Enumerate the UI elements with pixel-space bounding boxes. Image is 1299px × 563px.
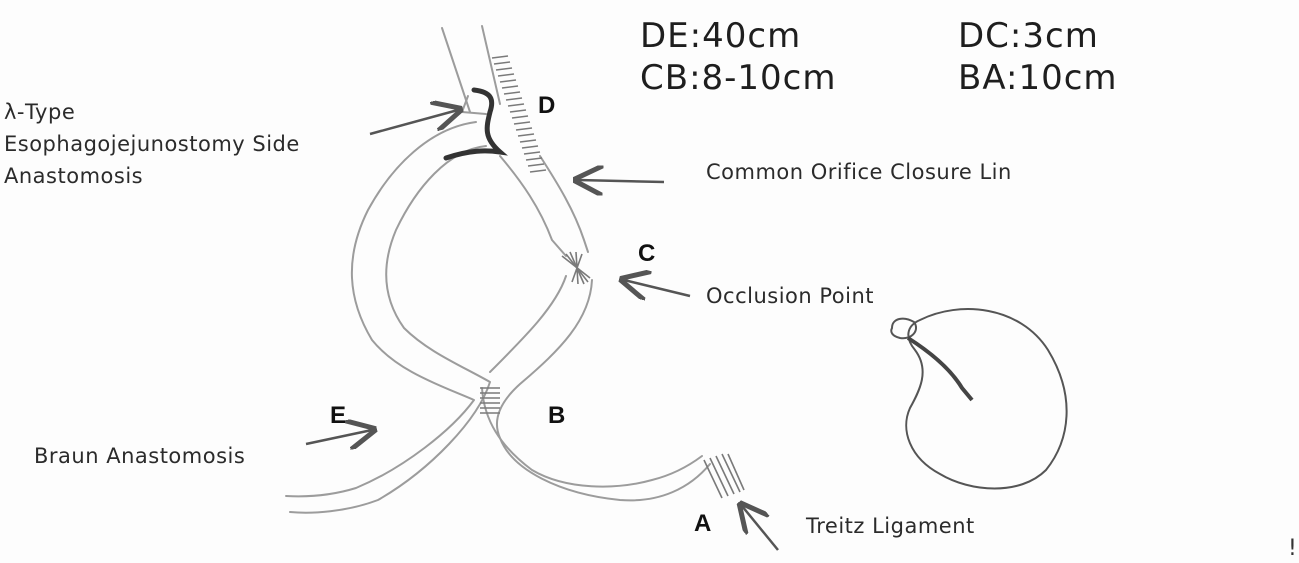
esophagus-left-wall [441,27,471,113]
efferent-loop-inner [289,145,491,514]
point-b-label: B [548,402,566,429]
lambda-bracket [443,87,508,161]
arrow-occlusion [624,280,691,296]
annotation-lambda-line2: Esophagojejunostomy Side [4,132,300,156]
afferent-upper-wall-left [499,155,567,257]
point-d-label: D [538,92,556,119]
braun-staples [480,387,500,414]
efferent-loop-outer [285,121,477,498]
afferent-lower-left-b [481,387,703,488]
measurement-ba: BA:10cm [958,58,1118,98]
esophagojejunal-staples [491,55,547,173]
arrow-treitz [742,506,779,551]
afferent-upper-wall-right [539,155,589,253]
arrow-braun [305,430,372,444]
point-a-label: A [694,510,712,537]
annotation-lambda-line1: λ-Type [4,100,76,124]
corner-mark: ! [1288,536,1297,561]
measurement-cb: CB:8-10cm [640,58,837,98]
annotation-occlusion-point: Occlusion Point [706,284,875,308]
afferent-lower-left [489,275,567,373]
arrow-common-orifice [578,180,665,182]
organ-outline [905,308,1068,490]
measurement-dc: DC:3cm [958,16,1099,56]
arrow-lambda [369,110,458,136]
organ-stump [890,317,918,340]
annotation-treitz-ligament: Treitz Ligament [806,514,975,538]
point-c-label: C [638,240,656,267]
annotation-braun-anastomosis: Braun Anastomosis [34,444,246,468]
annotation-lambda-type: λ-Type Esophagojejunostomy Side Anastomo… [4,96,300,192]
occlusion-ties [561,251,591,285]
organ-duct [906,336,974,402]
measurement-de: DE:40cm [640,16,802,56]
annotation-lambda-line3: Anastomosis [4,164,144,188]
esophagus-right-wall [481,25,501,105]
treitz-staples [703,453,745,499]
point-e-label: E [330,402,347,429]
annotation-common-orifice: Common Orifice Closure Lin [706,160,1012,184]
